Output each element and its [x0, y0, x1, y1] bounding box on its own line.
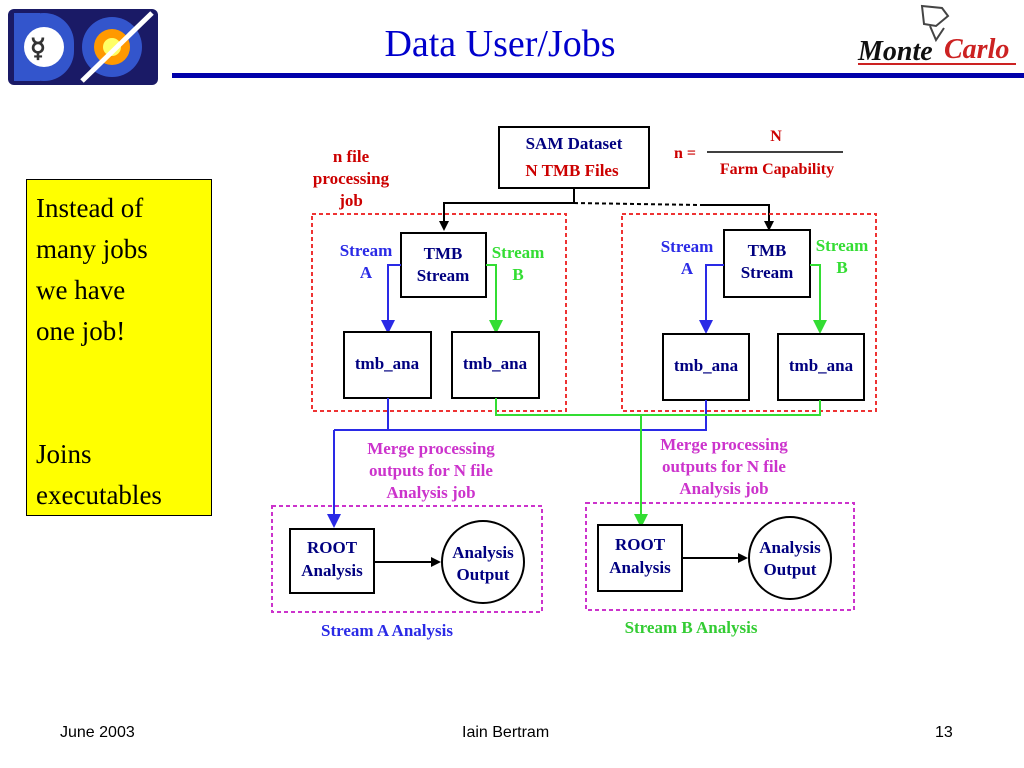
n-file-job-label: processing: [313, 169, 390, 188]
note-line: we have: [36, 275, 126, 305]
stream-b-arrow: [810, 264, 827, 334]
note-line: Joins: [36, 439, 92, 469]
tmb-ana-box: [777, 333, 865, 401]
stream-a-analysis-group: [271, 505, 543, 613]
note-line: Instead of: [36, 193, 144, 223]
stream-a-analysis-label: Stream A Analysis: [321, 621, 453, 640]
stream-b-arrow: [486, 264, 503, 334]
root-analysis-label: Analysis: [609, 558, 671, 577]
tmb-stream-label: TMB: [748, 241, 787, 260]
note-line: one job!: [36, 316, 126, 346]
analysis-output-label: Analysis: [452, 543, 514, 562]
formula-denominator: Farm Capability: [720, 161, 834, 178]
merge-stream-b-line: [495, 398, 821, 416]
tmb-stream-label: Stream: [417, 266, 470, 285]
stream-a-label: Stream: [340, 241, 393, 260]
left-job-group: [311, 213, 567, 412]
stream-b-label: B: [836, 258, 847, 277]
svg-text:Carlo: Carlo: [944, 34, 1009, 65]
tmb-ana-label: tmb_ana: [463, 354, 528, 373]
tmb-ana-label: tmb_ana: [355, 354, 420, 373]
tmb-stream-box: [400, 232, 487, 298]
formula-numerator: N: [770, 128, 782, 145]
root-analysis-box: [289, 528, 375, 594]
footer-author: Iain Bertram: [462, 724, 550, 741]
tmb-ana-box: [451, 331, 540, 399]
tmb-ana-box: [662, 333, 750, 401]
footer-page-number: 13: [935, 724, 953, 741]
tmb-ana-label: tmb_ana: [674, 356, 739, 375]
sam-dataset-label: N TMB Files: [525, 161, 619, 180]
merge-label: Analysis job: [386, 483, 475, 502]
root-analysis-label: ROOT: [615, 535, 666, 554]
analysis-output-label: Analysis: [759, 538, 821, 557]
n-file-job-label: n file: [333, 147, 370, 166]
note-line: executables: [36, 480, 162, 510]
tmb-stream-box: [723, 229, 811, 298]
root-analysis-label: ROOT: [307, 538, 358, 557]
formula-lhs: n =: [674, 145, 696, 162]
merge-label: Merge processing: [367, 439, 495, 458]
stream-a-label: Stream: [661, 237, 714, 256]
tmb-stream-label: TMB: [424, 244, 463, 263]
root-analysis-label: Analysis: [301, 561, 363, 580]
merge-label: Analysis job: [679, 479, 768, 498]
stream-b-label: Stream: [492, 243, 545, 262]
svg-text:Monte: Monte: [857, 36, 933, 67]
note-box: Instead of many jobs we have one job! Jo…: [26, 179, 212, 516]
stream-b-analysis-group: [585, 502, 855, 611]
merge-stream-a-arrow: [334, 429, 388, 524]
merge-label: outputs for N file: [662, 457, 786, 476]
stream-a-arrow: [381, 264, 401, 334]
stream-b-label: B: [512, 265, 523, 284]
analysis-output-node: [748, 516, 832, 600]
tmb-ana-label: tmb_ana: [789, 356, 854, 375]
sam-to-left-arrow: [439, 188, 575, 231]
merge-label: Merge processing: [660, 435, 788, 454]
stream-a-label: A: [681, 259, 694, 278]
slide-title: Data User/Jobs: [384, 23, 616, 65]
merge-label: outputs for N file: [369, 461, 493, 480]
analysis-output-node: [441, 520, 525, 604]
stream-a-arrow: [699, 264, 724, 334]
sam-dataset-label: SAM Dataset: [526, 134, 623, 153]
footer-date: June 2003: [60, 724, 135, 741]
stream-b-analysis-label: Stream B Analysis: [625, 618, 758, 637]
analysis-output-label: Output: [764, 560, 817, 579]
n-file-job-label: job: [338, 191, 363, 210]
svg-text:☿: ☿: [30, 34, 46, 63]
note-line: many jobs: [36, 234, 148, 264]
stream-b-label: Stream: [816, 236, 869, 255]
right-job-group: [621, 213, 877, 412]
monte-carlo-logo: Monte Carlo: [857, 4, 1016, 67]
sam-to-right-arrow: [700, 204, 774, 231]
root-analysis-box: [597, 524, 683, 592]
d0-logo: ☿: [2, 3, 170, 88]
analysis-output-label: Output: [457, 565, 510, 584]
tmb-stream-label: Stream: [741, 263, 794, 282]
title-divider: [172, 73, 1024, 78]
stream-a-label: A: [360, 263, 373, 282]
sam-to-right-arrow: [573, 202, 701, 206]
